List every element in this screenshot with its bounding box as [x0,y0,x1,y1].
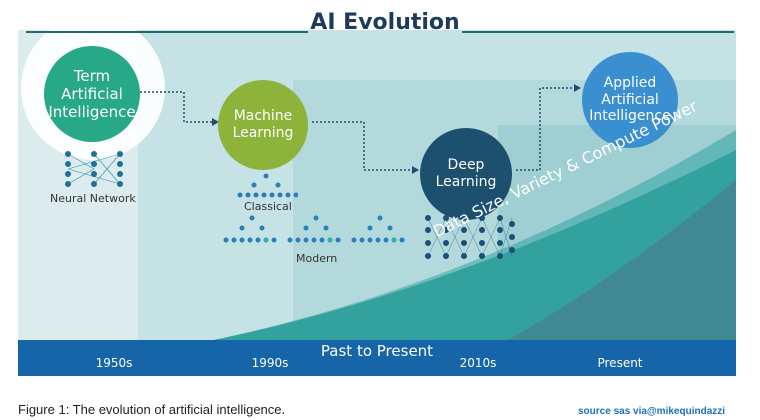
term-ai-line-1: Term [73,67,111,85]
applied-line-2: Artificial [601,91,659,108]
arrow-dl-to-applied [516,87,574,171]
figure-caption: Figure 1: The evolution of artificial in… [18,402,286,417]
deep-learning-circle: Deep Learning [420,128,512,220]
title-rule-right [462,31,734,33]
arrow-ml-to-dl [312,121,412,171]
neural-network-icon [65,151,123,187]
modern-label: Modern [296,252,338,265]
dl-line-2: Learning [435,174,497,190]
tick-1990s: 1990s [251,356,289,370]
ml-line-2: Learning [232,125,294,141]
applied-ai-circle: Applied Artificial Intelligence [582,52,678,148]
tick-1950s: 1950s [95,356,133,370]
timeline-band: Past to Present 1950s 1990s 2010s Presen… [18,340,736,376]
title-rule-left [26,31,308,33]
page-title: AI Evolution [310,10,460,35]
deep-network-icon [425,215,515,259]
title-bar: AI Evolution [0,4,760,35]
applied-line-3: Intelligence [589,108,671,125]
source-credit: source sas via@mikequindazzi [578,406,726,417]
timeline-title: Past to Present [320,342,434,360]
dl-line-1: Deep [447,157,485,174]
neural-network-label: Neural Network [50,192,136,205]
tick-2010s: 2010s [459,356,497,370]
classical-tree-icon [237,173,298,198]
modern-trees-icon [223,215,405,243]
classical-label: Classical [244,200,292,213]
machine-learning-circle: Machine Learning [218,80,308,170]
tick-present: Present [597,356,643,370]
term-ai-circle: Term Artificial Intelligence [44,46,140,142]
term-ai-line-2: Artificial [61,85,123,103]
ml-line-1: Machine [233,108,293,125]
term-ai-line-3: Intelligence [48,103,136,121]
arrow-term-to-ml [140,91,212,123]
applied-line-1: Applied [603,74,657,91]
